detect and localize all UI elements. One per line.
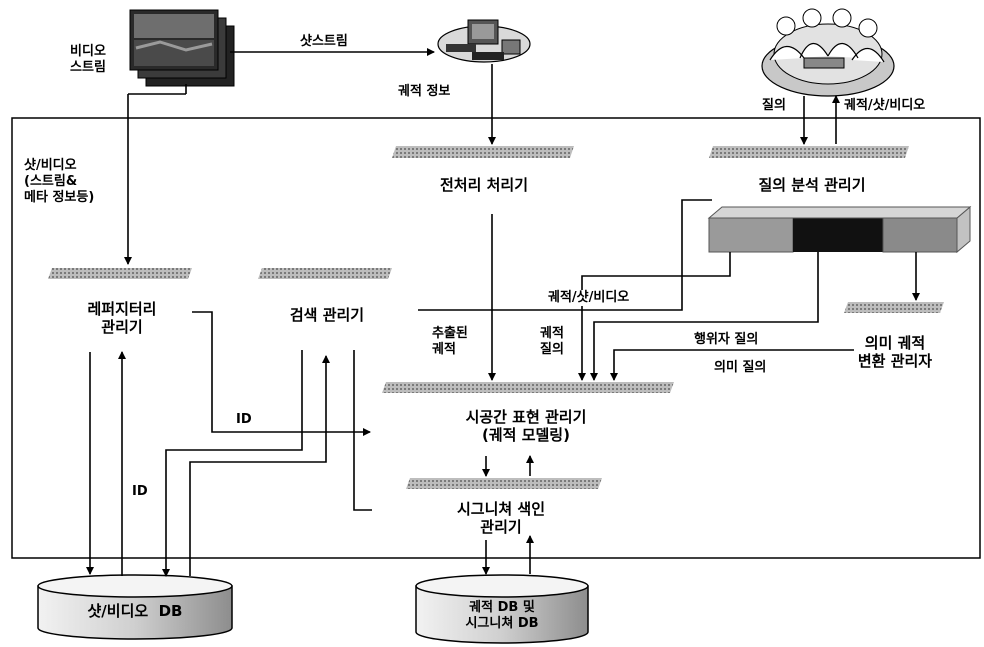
trajectory-query-label: 궤적 질의 xyxy=(540,326,564,357)
id-left-label: ID xyxy=(132,484,148,499)
behavior-query-label: 행위자 질의 xyxy=(694,332,759,348)
trajectory-signature-db-label: 궤적 DB 및 시그니쳐 DB xyxy=(465,600,539,631)
trajectory-shot-video-top-label: 궤적/샷/비디오 xyxy=(844,98,926,113)
search-to-db-arrow xyxy=(162,350,303,577)
query-analysis-bar xyxy=(709,146,909,158)
signature-index-manager-title: 시그니쳐 색인 관리기 xyxy=(456,500,546,536)
trajectory-query-arrow xyxy=(578,252,731,381)
computer-workstation-icon xyxy=(437,19,531,63)
spatiotemporal-bar xyxy=(382,382,674,393)
system-boundary xyxy=(11,117,981,559)
repository-id-arrow xyxy=(192,311,371,436)
signature-bar xyxy=(406,478,602,489)
search-manager-title: 검색 관리기 xyxy=(289,306,365,324)
video-stream-label: 비디오 스트림 xyxy=(70,44,106,75)
repository-manager-title: 레퍼지터리 관리기 xyxy=(87,300,157,336)
semantic-query-arrow xyxy=(610,349,854,381)
query-analysis-manager-title: 질의 분석 관리기 xyxy=(758,176,866,194)
trajectory-signature-db-cylinder xyxy=(415,574,589,644)
query-label: 질의 xyxy=(762,98,786,113)
shot-video-stream-meta-label: 샷/비디오 (스트림& 메타 정보등) xyxy=(24,158,95,205)
behavior-query-arrow xyxy=(590,252,819,381)
shot-video-db-label: 샷/비디오 DB xyxy=(87,602,183,620)
repository-bar xyxy=(48,268,192,279)
trajectory-shot-video-mid-label: 궤적/샷/비디오 xyxy=(548,290,630,306)
preprocessor-title: 전처리 처리기 xyxy=(439,176,529,194)
users-group-icon xyxy=(761,8,895,97)
semantic-bar xyxy=(844,302,944,313)
search-bar xyxy=(258,268,392,279)
extracted-trajectory-label: 추출된 궤적 xyxy=(432,326,468,357)
search-to-signature-arrow xyxy=(353,350,372,511)
preprocessor-bar xyxy=(392,146,574,158)
video-frames-icon xyxy=(129,9,235,87)
shot-video-db-cylinder xyxy=(37,574,233,640)
trajectory-shot-video-line xyxy=(418,199,712,311)
shot-stream-label: 샷스트림 xyxy=(300,34,348,49)
query-analysis-module-block xyxy=(707,205,972,254)
spatiotemporal-manager-title: 시공간 표현 관리기 (궤적 모델링) xyxy=(465,408,587,444)
id-right-label: ID xyxy=(236,412,252,427)
semantic-query-label: 의미 질의 xyxy=(714,360,767,375)
semantic-trajectory-manager-title: 의미 궤적 변환 관리자 xyxy=(857,334,933,370)
trajectory-info-label: 궤적 정보 xyxy=(398,84,451,99)
db-to-search-arrow xyxy=(189,355,330,576)
